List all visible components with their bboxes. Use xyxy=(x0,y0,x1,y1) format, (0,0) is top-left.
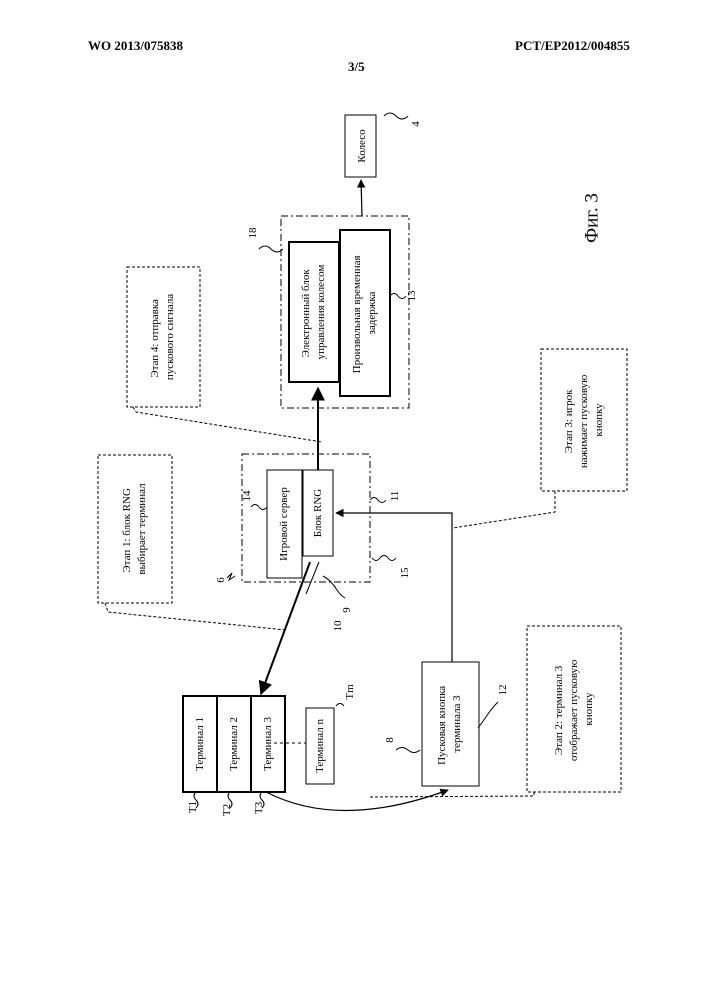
note-step-4-connector xyxy=(133,407,322,442)
ref-6-leader xyxy=(227,573,235,580)
rng-label: Блок RNG xyxy=(312,489,324,538)
note-step-3-connector xyxy=(453,491,555,528)
ref-6: 6 xyxy=(215,577,227,583)
ref-13: 13 xyxy=(406,290,418,302)
ref-13-leader xyxy=(390,294,406,299)
ref-tm-leader xyxy=(336,704,344,707)
ref-11-leader xyxy=(370,498,386,503)
ref-4: 4 xyxy=(410,121,422,127)
terminal-2-block: Терминал 2 xyxy=(217,696,251,792)
start-button-block: Пусковая кнопка терминала 3 xyxy=(422,662,479,786)
terminal-1-label: Терминал 1 xyxy=(194,717,206,771)
arrow-ecu-to-wheel xyxy=(361,180,362,216)
ref-9: 9 xyxy=(341,607,353,613)
note-step-2-connector xyxy=(370,792,534,797)
ecu-block: Электронный блок управления колесом xyxy=(289,242,339,382)
terminal-1-block: Терминал 1 xyxy=(183,696,217,792)
game-server-label: Игровой сервер xyxy=(278,487,290,561)
ref-14: 14 xyxy=(241,490,253,502)
wheel-label: Колесо xyxy=(356,129,368,163)
ref-8: 8 xyxy=(384,737,396,743)
ref-15: 15 xyxy=(399,567,411,579)
terminal-2-label: Терминал 2 xyxy=(228,717,240,771)
terminal-n-block: Терминал n xyxy=(306,708,334,784)
ref-4-leader xyxy=(384,113,408,119)
ref-10: 10 xyxy=(332,620,344,632)
ref-18: 18 xyxy=(247,227,259,239)
ref-12-leader xyxy=(478,702,498,728)
ref-15-leader xyxy=(372,556,396,561)
terminal-3-block: Терминал 3 xyxy=(251,696,285,792)
wheel-block: Колесо xyxy=(345,115,376,177)
note-step-4: Этап 4: отправка пускового сигнала xyxy=(127,267,200,407)
arrow-terminal3-to-start xyxy=(266,790,448,811)
random-delay-block: Произвольная временная задержка xyxy=(340,230,390,396)
ref-t3: T3 xyxy=(253,801,265,814)
note-step-1-connector xyxy=(105,603,286,630)
note-step-2: Этап 2: терминал 3 отображает пусковую к… xyxy=(527,626,621,792)
terminal-3-label: Терминал 3 xyxy=(262,717,274,771)
arrow-start-to-rng xyxy=(336,513,452,662)
game-server-block: Игровой сервер xyxy=(267,470,302,578)
ref-8-leader xyxy=(396,748,420,753)
ref-tm: Tm xyxy=(344,684,356,700)
note-step-3: Этап 3: игрок нажимает пусковую кнопку xyxy=(541,349,627,491)
note-step-1: Этап 1: блок RNG выбирает терминал xyxy=(98,455,172,603)
ref-11: 11 xyxy=(389,491,401,502)
ref-9-leader xyxy=(323,576,345,598)
ref-12: 12 xyxy=(497,685,509,696)
terminal-n-label: Терминал n xyxy=(314,719,326,773)
ref-18-leader xyxy=(259,246,283,252)
rng-block: Блок RNG xyxy=(303,470,333,556)
ref-14-leader xyxy=(251,505,267,510)
figure-caption: Фиг. 3 xyxy=(582,193,603,243)
